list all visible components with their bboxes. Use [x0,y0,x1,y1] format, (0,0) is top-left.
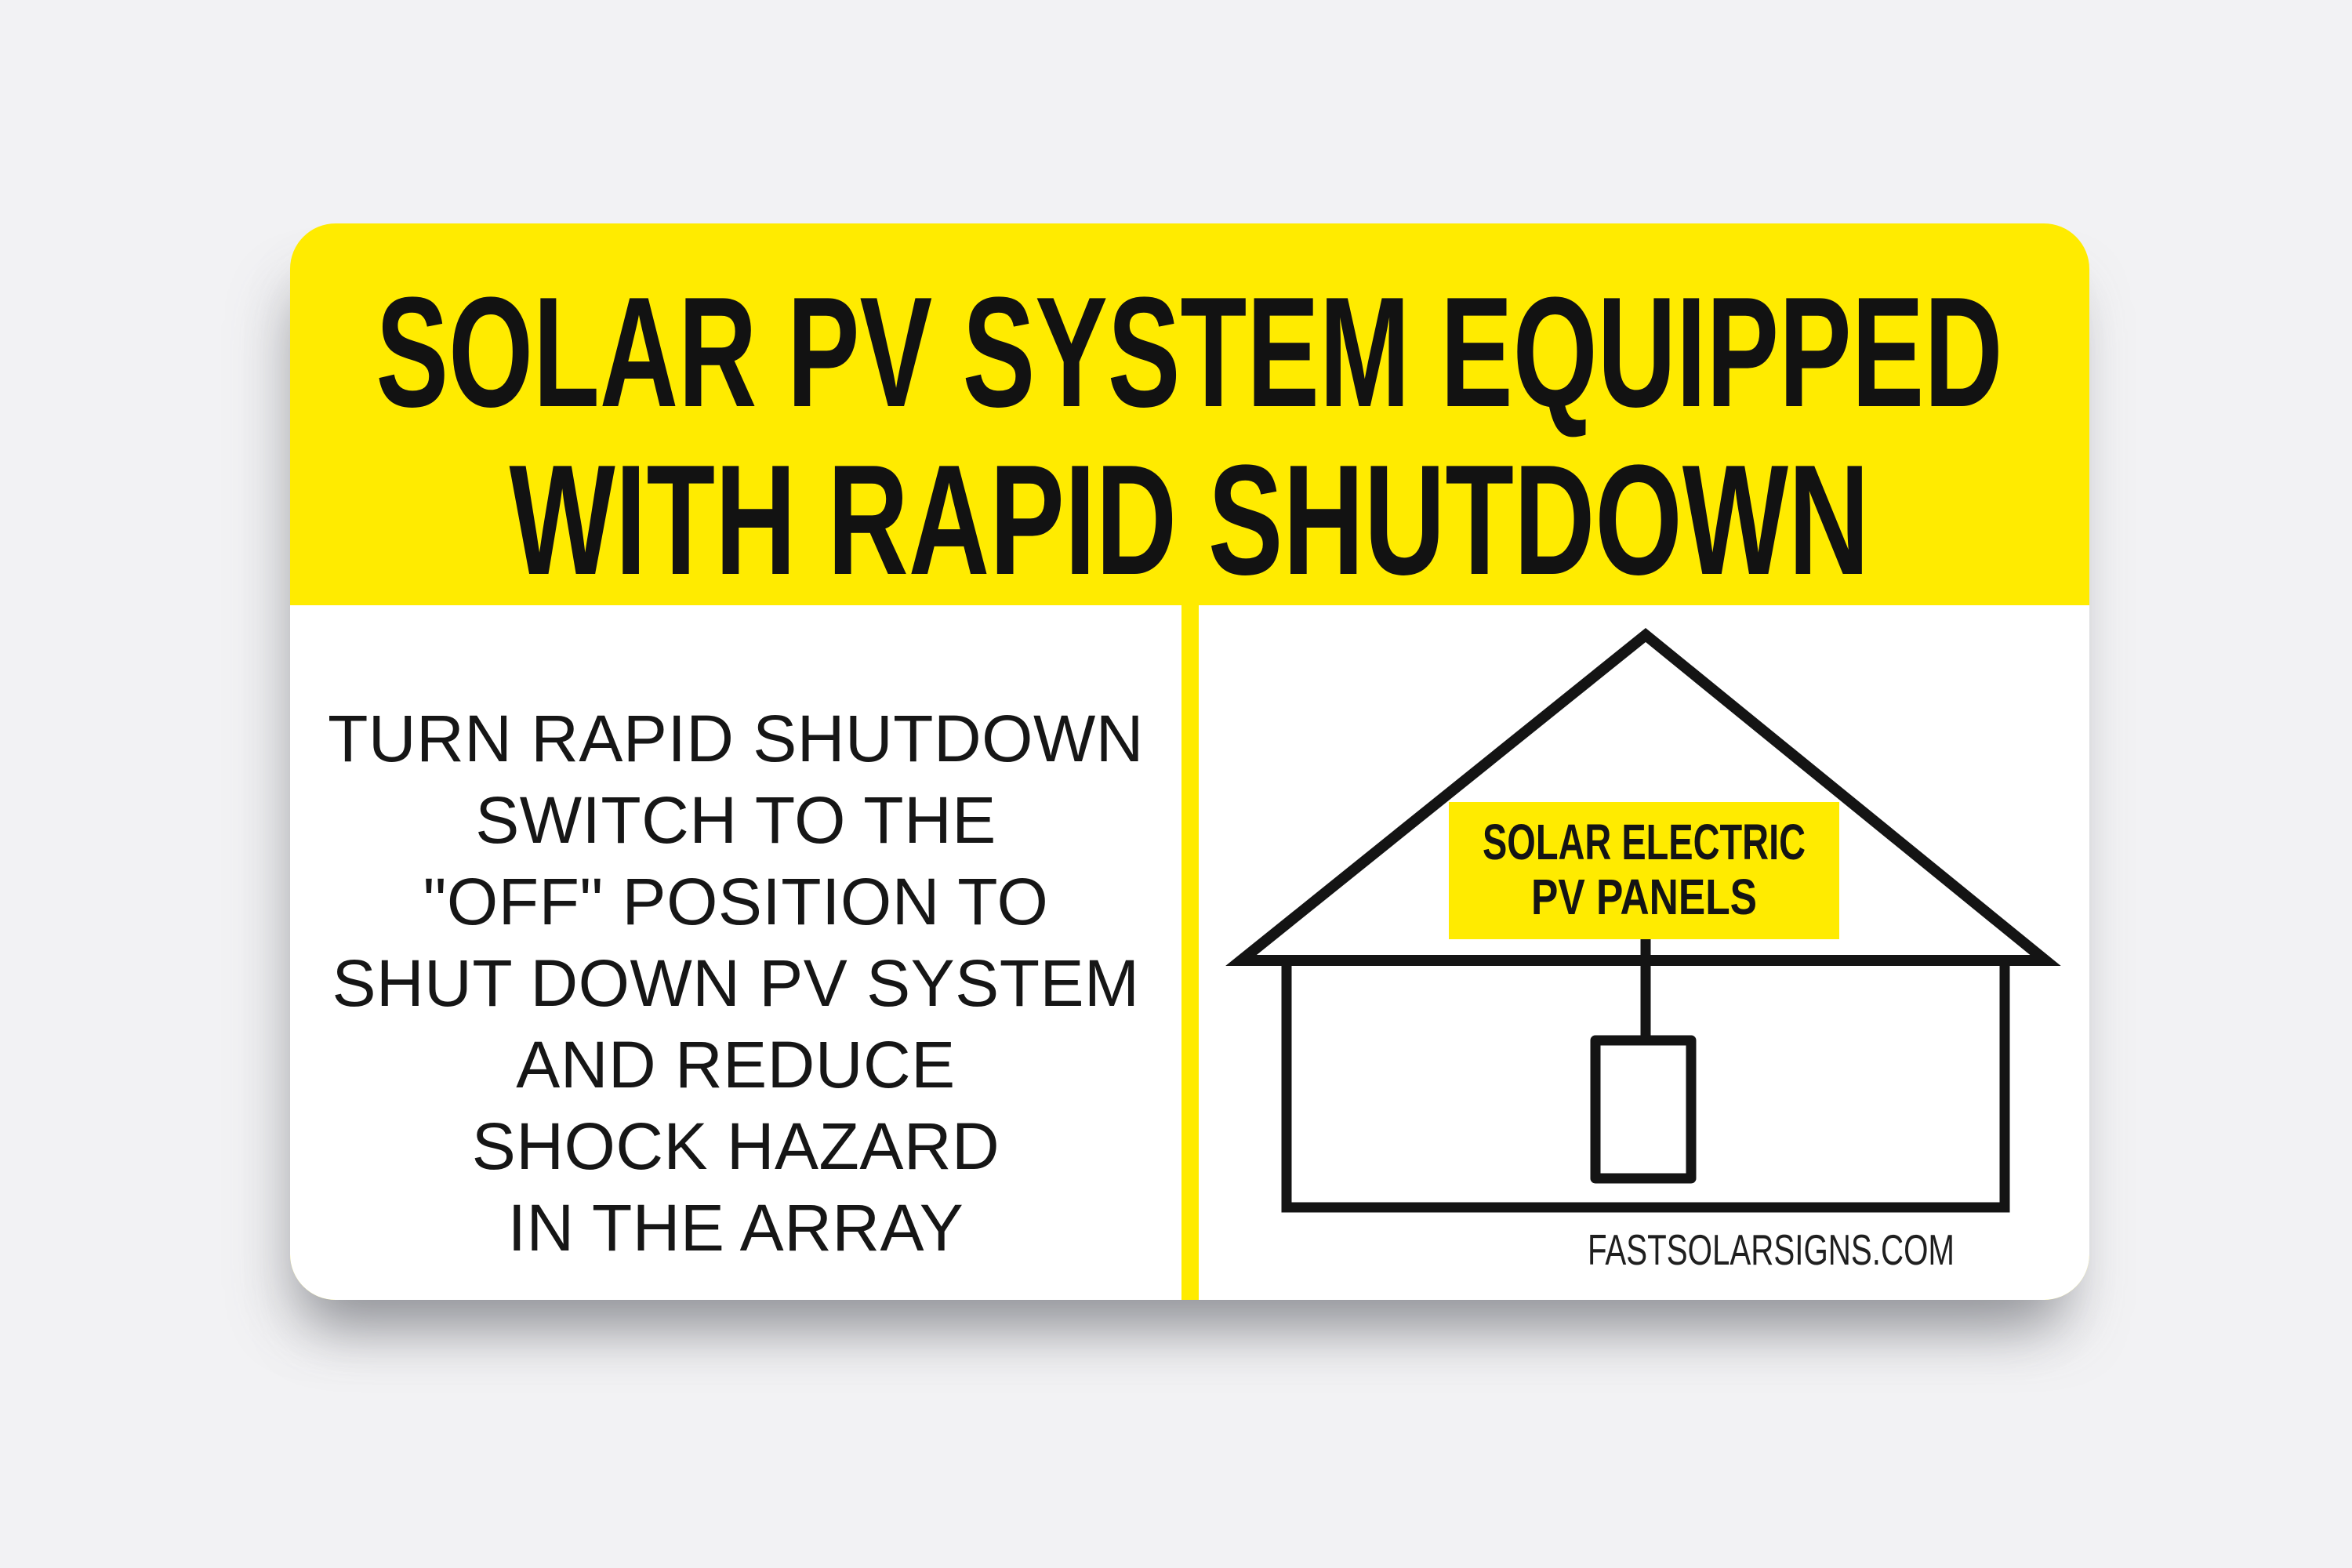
pv-label-box [1449,802,1839,939]
instruction-line: AND REDUCE [516,1028,956,1102]
pv-label-line-2: PV PANELS [1531,869,1757,925]
instruction-line: IN THE ARRAY [507,1191,964,1265]
instruction-line: TURN RAPID SHUTDOWN [328,702,1144,775]
instruction-line: SHUT DOWN PV SYSTEM [332,946,1140,1020]
instructions-panel: TURN RAPID SHUTDOWN SWITCH TO THE "OFF" … [290,605,1181,1300]
sign-title-line-1: SOLAR PV SYSTEM EQUIPPED [376,265,2003,440]
pv-label-line-1: SOLAR ELECTRIC [1483,814,1806,870]
sign-title-line-2: WITH RAPID SHUTDOWN [510,433,1870,605]
title-band: SOLAR PV SYSTEM EQUIPPED WITH RAPID SHUT… [290,223,2089,605]
website-text: FASTSOLARSIGNS.COM [1588,1225,1955,1274]
solar-pv-rapid-shutdown-sign: SOLAR PV SYSTEM EQUIPPED WITH RAPID SHUT… [290,223,2089,1300]
title-svg: SOLAR PV SYSTEM EQUIPPED WITH RAPID SHUT… [376,265,2003,605]
content-row: TURN RAPID SHUTDOWN SWITCH TO THE "OFF" … [290,605,2089,1300]
diagram-panel: SOLAR ELECTRIC PV PANELS FASTSOLARSIGNS.… [1199,605,2089,1300]
instruction-line: SWITCH TO THE [475,783,996,857]
instruction-line: SHOCK HAZARD [471,1109,1000,1183]
instruction-line: "OFF" POSITION TO [423,865,1049,938]
disconnect-box-icon [1590,1035,1697,1184]
house-diagram: SOLAR ELECTRIC PV PANELS FASTSOLARSIGNS.… [1225,627,2061,1274]
